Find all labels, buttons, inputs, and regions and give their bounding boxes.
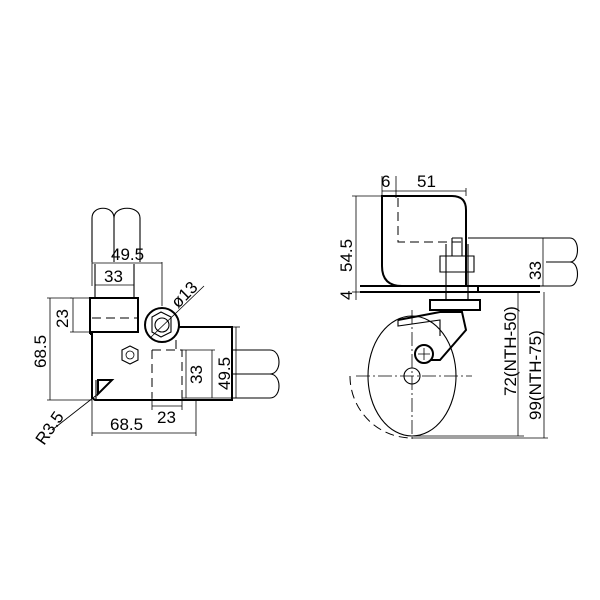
dim-6: 6 <box>381 172 390 191</box>
side-view: 6 51 54.5 4 33 72(NTH-50) 99(NTH-75) <box>337 172 579 442</box>
dimension-lines-right <box>352 176 552 439</box>
dim-4: 4 <box>337 291 356 300</box>
dim-54-5: 54.5 <box>337 239 356 272</box>
dim-51: 51 <box>417 172 436 191</box>
dim-99-nth75: 99(NTH-75) <box>526 330 545 420</box>
dim-33-right: 33 <box>187 365 206 384</box>
dim-23-left: 23 <box>53 309 72 328</box>
dim-68-5-bottom: 68.5 <box>110 415 143 434</box>
caster-wheel <box>349 310 472 442</box>
dim-68-5-left: 68.5 <box>31 335 50 368</box>
side-horizontal-pipe <box>468 237 579 287</box>
plate-nut <box>121 345 139 365</box>
dim-dia-13: ø13 <box>167 278 201 312</box>
side-socket-hidden <box>151 340 183 398</box>
bracket-bolt <box>439 237 475 300</box>
corner-fillet <box>95 379 115 400</box>
caster-fork <box>397 292 481 364</box>
mount-plate <box>360 285 540 293</box>
dim-49-5-top: 49.5 <box>111 245 144 264</box>
top-view: 49.5 33 23 68.5 ø13 33 49.5 23 68.5 R3.5 <box>31 207 280 448</box>
dim-72-nth50: 72(NTH-50) <box>501 306 520 396</box>
pipe-socket <box>89 264 139 333</box>
dim-23-bottom: 23 <box>157 408 176 427</box>
horizontal-pipe <box>232 349 280 399</box>
bolt-head <box>144 307 180 343</box>
vertical-pipe <box>91 207 141 262</box>
dim-r3-5: R3.5 <box>32 408 68 448</box>
dimension-lines-left <box>47 262 240 436</box>
dim-33-top: 33 <box>104 267 123 286</box>
dim-33-side: 33 <box>526 261 545 280</box>
dim-49-5-right: 49.5 <box>215 357 234 390</box>
